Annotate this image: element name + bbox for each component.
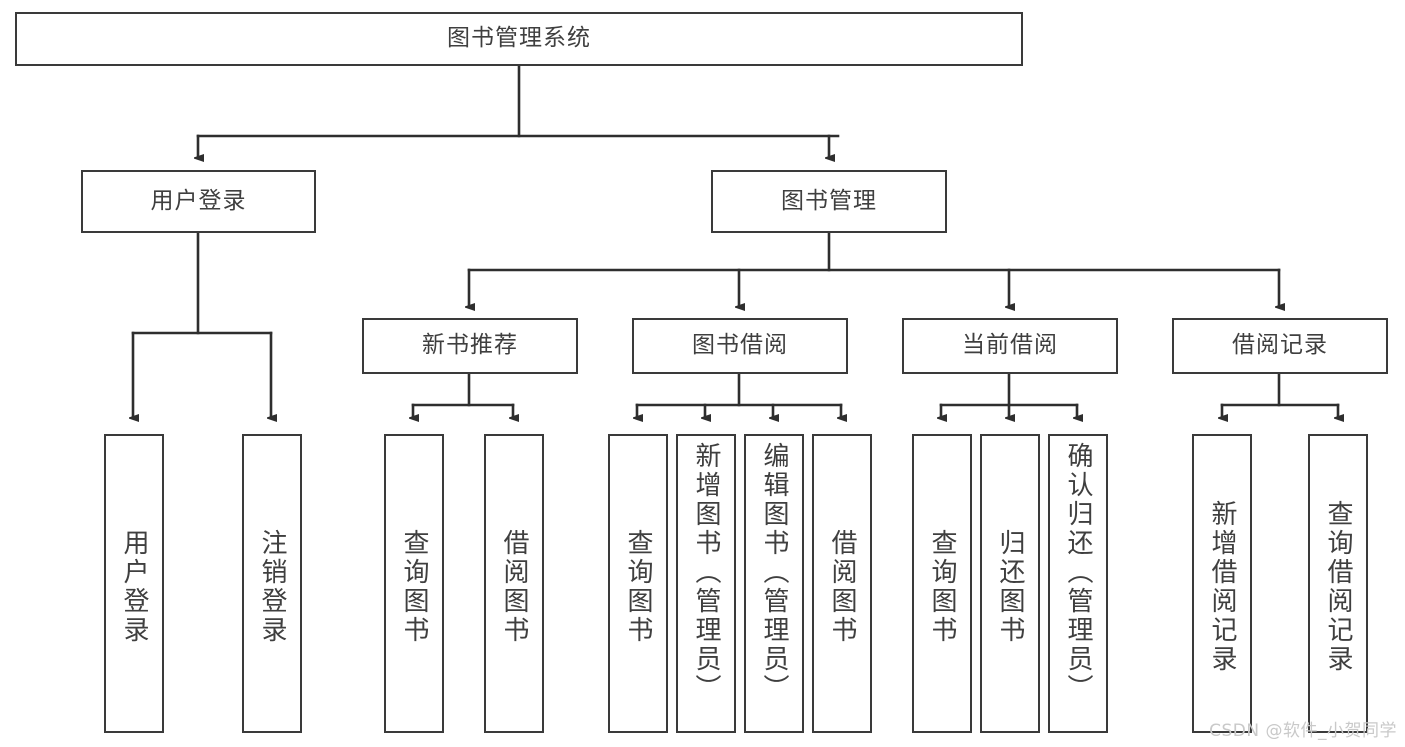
leaf-nb-borrow-book-label: 借阅图书 — [499, 528, 529, 645]
leaf-nb-query-book-label: 查询图书 — [399, 528, 429, 645]
leaf-bb-borrow-book[interactable]: 借阅图书 — [812, 434, 872, 733]
csdn-watermark: CSDN @软件_小贺同学 — [1209, 721, 1397, 741]
leaf-cb-return-book[interactable]: 归还图书 — [980, 434, 1040, 733]
node-user-login[interactable]: 用户登录 — [81, 170, 316, 233]
leaf-br-query-record[interactable]: 查询借阅记录 — [1308, 434, 1368, 733]
node-user-login-label: 用户登录 — [150, 187, 247, 214]
leaf-user-login[interactable]: 用户登录 — [104, 434, 164, 733]
leaf-br-query-record-label: 查询借阅记录 — [1323, 499, 1353, 674]
leaf-bb-query-book-label: 查询图书 — [623, 528, 653, 645]
leaf-cb-confirm-return[interactable]: 确认归还（管理员） — [1048, 434, 1108, 733]
leaf-user-login-label: 用户登录 — [119, 528, 149, 645]
node-current-borrow-label: 当前借阅 — [962, 332, 1058, 359]
leaf-cb-return-book-label: 归还图书 — [995, 528, 1025, 645]
leaf-br-add-record-label: 新增借阅记录 — [1207, 499, 1237, 674]
node-book-management-label: 图书管理 — [781, 187, 877, 214]
node-new-book-recommend-label: 新书推荐 — [422, 332, 518, 359]
node-root[interactable]: 图书管理系统 — [15, 12, 1023, 66]
node-root-label: 图书管理系统 — [447, 25, 591, 52]
node-new-book-recommend[interactable]: 新书推荐 — [362, 318, 578, 374]
leaf-bb-add-book[interactable]: 新增图书（管理员） — [676, 434, 736, 733]
leaf-cb-query-book[interactable]: 查询图书 — [912, 434, 972, 733]
leaf-br-add-record[interactable]: 新增借阅记录 — [1192, 434, 1252, 733]
leaf-bb-borrow-book-label: 借阅图书 — [827, 528, 857, 645]
node-borrow-record-label: 借阅记录 — [1232, 332, 1328, 359]
leaf-logout[interactable]: 注销登录 — [242, 434, 302, 733]
leaf-logout-label: 注销登录 — [257, 528, 287, 645]
leaf-cb-query-book-label: 查询图书 — [927, 528, 957, 645]
leaf-cb-confirm-return-label: 确认归还（管理员） — [1063, 442, 1093, 703]
leaf-bb-edit-book-label: 编辑图书（管理员） — [759, 442, 789, 703]
leaf-bb-edit-book[interactable]: 编辑图书（管理员） — [744, 434, 804, 733]
node-book-borrow[interactable]: 图书借阅 — [632, 318, 848, 374]
leaf-nb-query-book[interactable]: 查询图书 — [384, 434, 444, 733]
node-book-borrow-label: 图书借阅 — [692, 332, 788, 359]
leaf-nb-borrow-book[interactable]: 借阅图书 — [484, 434, 544, 733]
node-current-borrow[interactable]: 当前借阅 — [902, 318, 1118, 374]
node-book-management[interactable]: 图书管理 — [711, 170, 947, 233]
node-borrow-record[interactable]: 借阅记录 — [1172, 318, 1388, 374]
leaf-bb-add-book-label: 新增图书（管理员） — [691, 442, 721, 703]
leaf-bb-query-book[interactable]: 查询图书 — [608, 434, 668, 733]
